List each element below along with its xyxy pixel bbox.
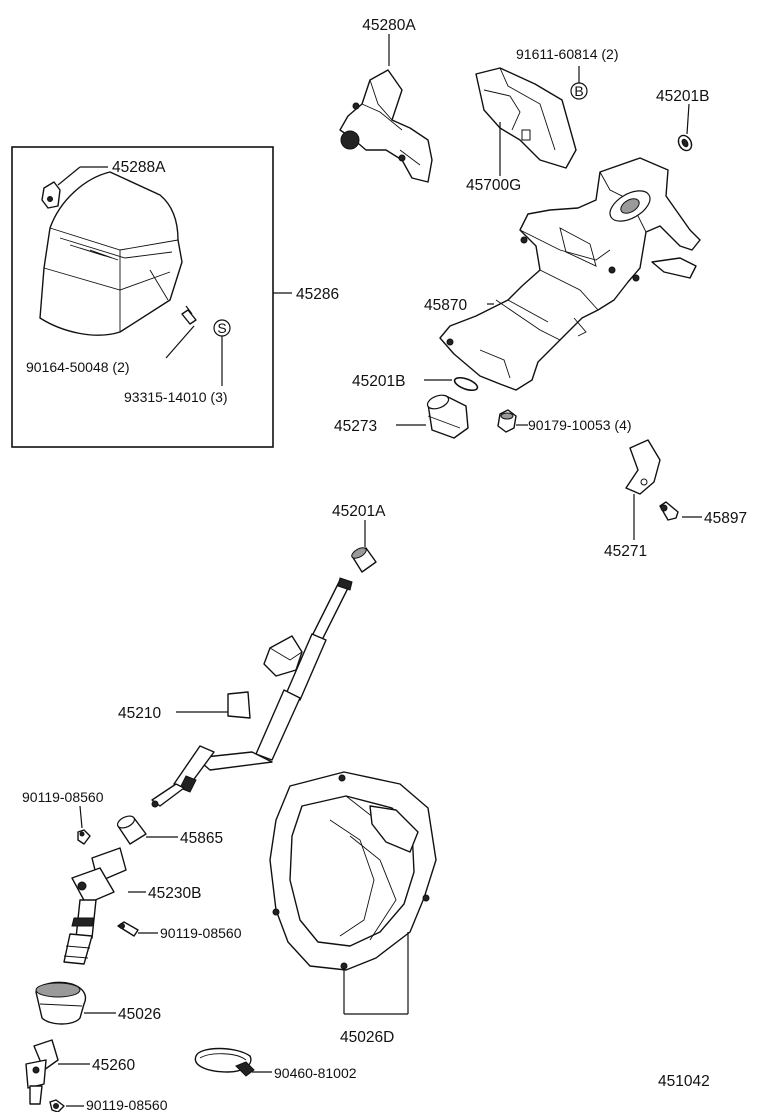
joint-shaft-45230B-drawing — [63, 847, 127, 965]
label-90164-50048: 90164-50048 (2) — [26, 359, 130, 375]
nut-90179-drawing — [497, 409, 517, 433]
gasket-45026D-drawing — [269, 771, 437, 971]
joint-45260-drawing — [25, 1039, 59, 1105]
bolt-45897-drawing — [659, 501, 679, 521]
bracket-45280A-drawing — [339, 69, 433, 183]
label-45271: 45271 — [604, 543, 647, 560]
label-91611-60814: 91611-60814 (2) — [516, 46, 618, 62]
sleeve-45865-drawing — [116, 815, 147, 845]
label-45260: 45260 — [92, 1057, 135, 1074]
screw-90164-drawing — [181, 305, 197, 325]
column-cover-drawing — [39, 171, 183, 336]
label-45897: 45897 — [704, 510, 747, 527]
label-45865: 45865 — [180, 830, 223, 847]
bracket-45271-drawing — [625, 439, 661, 495]
label-90179-10053: 90179-10053 (4) — [528, 417, 632, 433]
cover-group-box — [11, 146, 274, 448]
ring-45201B-top-drawing — [677, 134, 693, 152]
label-90460-81002: 90460-81002 — [274, 1065, 357, 1081]
plate-45700G-drawing — [475, 67, 577, 169]
label-45288A: 45288A — [112, 159, 166, 176]
column-tube-45870-drawing — [439, 157, 701, 391]
screw-90119-b-drawing — [117, 921, 139, 937]
label-90119-08560-a: 90119-08560 — [22, 789, 104, 805]
s-marker: S — [213, 319, 231, 337]
label-45273: 45273 — [334, 418, 377, 435]
ring-45201B-mid-drawing — [453, 376, 479, 392]
label-45280A: 45280A — [362, 17, 416, 34]
label-90119-08560-c: 90119-08560 — [86, 1097, 168, 1112]
label-45201B-top: 45201B — [656, 88, 709, 105]
label-93315-14010: 93315-14010 (3) — [124, 389, 228, 405]
clamp-90460-drawing — [194, 1047, 255, 1077]
screw-90119-a-drawing — [77, 829, 91, 845]
label-45201A: 45201A — [332, 503, 386, 520]
label-45230B: 45230B — [148, 885, 201, 902]
b-marker-label: B — [574, 83, 583, 99]
main-shaft-45210-drawing — [151, 577, 353, 808]
label-45210: 45210 — [118, 705, 161, 722]
label-45700G: 45700G — [466, 177, 521, 194]
label-45201B-mid: 45201B — [352, 373, 405, 390]
label-45870: 45870 — [424, 297, 467, 314]
b-marker: B — [570, 82, 588, 100]
bearing-45201A-drawing — [351, 547, 377, 573]
clip-45288A-drawing — [41, 181, 61, 209]
diagram-id: 451042 — [658, 1073, 710, 1090]
label-45286: 45286 — [296, 286, 339, 303]
label-45026: 45026 — [118, 1006, 161, 1023]
screw-90119-c-drawing — [49, 1099, 65, 1112]
s-marker-label: S — [217, 320, 226, 336]
label-90119-08560-b: 90119-08560 — [160, 925, 242, 941]
label-45026D: 45026D — [340, 1029, 394, 1046]
boot-45026-drawing — [35, 981, 87, 1025]
sleeve-45273-drawing — [426, 394, 469, 439]
